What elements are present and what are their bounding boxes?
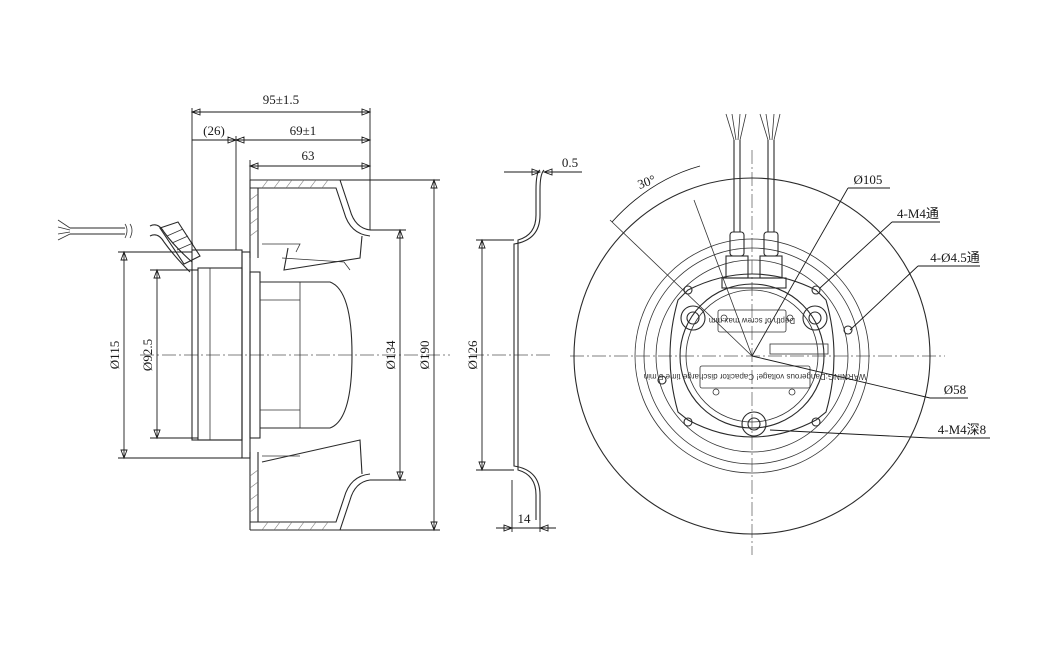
dim-inlet-depth: 14	[496, 480, 556, 532]
dim-inlet-thickness-label: 0.5	[562, 155, 578, 170]
section-hatching	[249, 179, 329, 531]
dim-motor-diameter-label: Ø92.5	[140, 339, 155, 371]
dim-rotor-depth: (26) 69±1	[192, 123, 372, 250]
impeller-hub	[249, 271, 353, 439]
angle-label: 30°	[635, 172, 657, 192]
bolt-holes	[657, 285, 853, 427]
impeller-top	[249, 179, 371, 271]
dim-outer-diameter: Ø190	[340, 178, 440, 532]
side-view: 95±1.5 (26) 69±1 63 Ø115	[57, 92, 450, 532]
warning-note: WARNING:Dangerous voltage! Capacitor dis…	[644, 372, 866, 381]
dim-outer-diameter-label: Ø190	[417, 341, 432, 370]
depth-note: Depth of screw max.mm	[709, 316, 796, 325]
front-view: Depth of screw max.mm WARNING:Dangerous …	[570, 113, 990, 555]
threaded-bosses	[680, 305, 828, 437]
dim-motor-diameter: Ø92.5	[140, 268, 198, 440]
cable-glands	[721, 113, 787, 289]
motor-housing	[191, 249, 251, 459]
dim-inlet-thickness: 0.5	[504, 155, 582, 176]
blind-thread-label: 4-M4深8	[938, 422, 986, 437]
dim-inlet-diameter-label: Ø134	[383, 340, 398, 369]
cable-leads	[57, 219, 201, 273]
dim-rotor-depth-label: 69±1	[290, 123, 317, 138]
dim-overall-depth: 95±1.5	[190, 92, 372, 250]
dim-cable-offset-label: (26)	[203, 123, 225, 138]
dim-inlet-depth-label: 14	[518, 511, 532, 526]
bolt-circle-label: Ø105	[854, 172, 883, 187]
center-diameter-label: Ø58	[944, 382, 966, 397]
hub-labels: Depth of screw max.mm WARNING:Dangerous …	[644, 309, 866, 389]
dim-blade-depth: 63	[248, 148, 372, 180]
dim-blade-depth-label: 63	[302, 148, 315, 163]
dim-inlet-diameter: Ø134	[370, 228, 406, 482]
dim-inlet-ring-diameter-label: Ø126	[465, 340, 480, 369]
dim-hub-diameter-label: Ø115	[107, 341, 122, 369]
dim-inlet-ring-diameter: Ø126	[465, 238, 514, 472]
leader-lines	[609, 165, 990, 439]
through-hole-label: 4-Ø4.5通	[930, 250, 979, 265]
impeller-bottom	[249, 439, 371, 531]
inlet-ring-view: 0.5 Ø126 14	[465, 155, 582, 532]
dim-overall-depth-label: 95±1.5	[263, 92, 299, 107]
dim-hub-diameter: Ø115	[107, 250, 242, 460]
through-thread-label: 4-M4通	[897, 206, 939, 221]
